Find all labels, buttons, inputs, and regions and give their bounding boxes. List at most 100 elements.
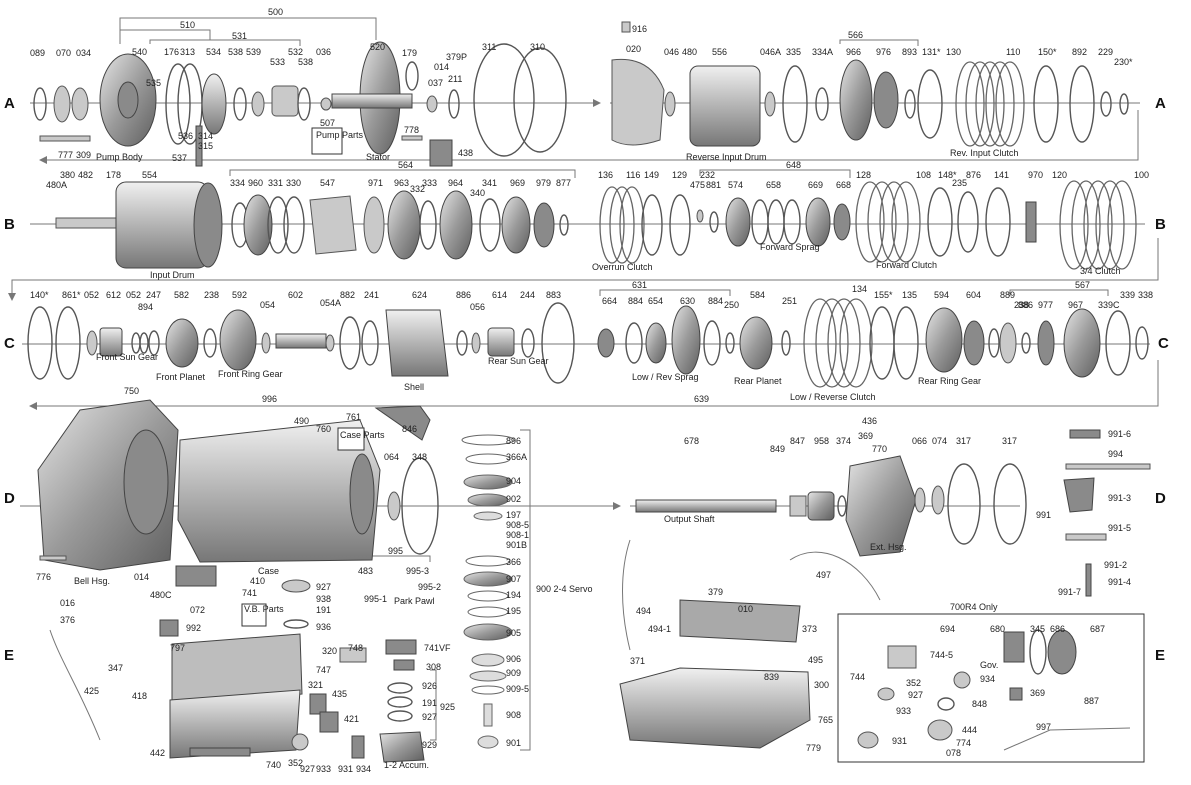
part-number-418: 418 xyxy=(132,691,147,701)
row-letter-b-left: B xyxy=(4,216,15,233)
part-number-194: 194 xyxy=(506,590,521,600)
part-number-744: 744 xyxy=(850,672,865,682)
group-531: 531 xyxy=(232,31,247,41)
pump-body-label: Pump Body xyxy=(96,152,143,162)
row-d-parts xyxy=(37,399,1151,749)
part-number-014: 014 xyxy=(434,62,449,72)
part-number-976: 976 xyxy=(876,47,891,57)
part-number-594: 594 xyxy=(934,290,949,300)
part-number-191: 191 xyxy=(422,698,437,708)
part-number-520: 520 xyxy=(370,42,385,52)
part-number-582: 582 xyxy=(174,290,189,300)
part-number-574: 574 xyxy=(728,180,743,190)
part-number-438: 438 xyxy=(458,148,473,158)
part-number-884: 884 xyxy=(628,296,643,306)
part-number-9917: 991-7 xyxy=(1058,587,1081,597)
front-sun-gear-label: Front Sun Gear xyxy=(96,352,158,362)
part-number-313: 313 xyxy=(180,47,195,57)
ext-hsg-label: Ext. Hsg. xyxy=(870,542,907,552)
part-number-979: 979 xyxy=(536,178,551,188)
part-number-480a: 480A xyxy=(46,180,67,190)
part-number-916: 916 xyxy=(632,24,647,34)
part-number-933: 933 xyxy=(316,764,331,774)
part-number-247: 247 xyxy=(146,290,161,300)
vb-parts-label: V.B. Parts xyxy=(244,604,284,614)
part-number-052: 052 xyxy=(126,290,141,300)
part-number-994: 994 xyxy=(1108,449,1123,459)
part-number-847: 847 xyxy=(790,436,805,446)
park-pawl-label: Park Pawl xyxy=(394,596,435,606)
part-number-933: 933 xyxy=(896,706,911,716)
part-number-770: 770 xyxy=(872,444,887,454)
part-number-741vf: 741VF xyxy=(424,643,451,653)
part-number-668: 668 xyxy=(836,180,851,190)
part-number-131: 131* xyxy=(922,47,941,57)
part-number-016: 016 xyxy=(60,598,75,608)
part-number-893: 893 xyxy=(902,47,917,57)
part-number-235: 235 xyxy=(952,178,967,188)
part-number-178: 178 xyxy=(106,170,121,180)
part-number-480: 480 xyxy=(682,47,697,57)
part-number-333: 333 xyxy=(422,178,437,188)
part-number-901b: 901B xyxy=(506,540,527,550)
part-number-958: 958 xyxy=(814,436,829,446)
row-e-parts xyxy=(49,539,1145,763)
row-b-parts xyxy=(55,180,1137,270)
part-number-938: 938 xyxy=(316,594,331,604)
output-shaft-label: Output Shaft xyxy=(664,514,715,524)
part-number-482: 482 xyxy=(78,170,93,180)
part-number-373: 373 xyxy=(802,624,817,634)
part-number-366a: 366A xyxy=(506,452,527,462)
part-number-036: 036 xyxy=(316,47,331,57)
part-number-136: 136 xyxy=(598,170,613,180)
part-number-238: 238 xyxy=(204,290,219,300)
part-number-996: 996 xyxy=(262,394,277,404)
bell-hsg-label: Bell Hsg. xyxy=(74,576,110,586)
part-number-963: 963 xyxy=(394,178,409,188)
part-number-883: 883 xyxy=(546,290,561,300)
part-number-490: 490 xyxy=(294,416,309,426)
row-letter-a-left: A xyxy=(4,95,15,112)
reverse-input-drum-label: Reverse Input Drum xyxy=(686,152,767,162)
row-letter-e-left: E xyxy=(4,647,14,664)
part-number-317: 317 xyxy=(1002,436,1017,446)
part-number-480c: 480C xyxy=(150,590,172,600)
part-number-300: 300 xyxy=(814,680,829,690)
part-number-846: 846 xyxy=(402,424,417,434)
part-number-338: 338 xyxy=(1138,290,1153,300)
part-number-905: 905 xyxy=(506,628,521,638)
part-number-250: 250 xyxy=(724,300,739,310)
part-number-4941: 494-1 xyxy=(648,624,671,634)
part-number-540: 540 xyxy=(132,47,147,57)
low-rev-sprag-label: Low / Rev Sprag xyxy=(632,372,699,382)
part-number-779: 779 xyxy=(806,743,821,753)
pump-parts-box xyxy=(311,127,343,155)
part-number-341: 341 xyxy=(482,178,497,188)
part-number-066: 066 xyxy=(912,436,927,446)
low-reverse-clutch-label: Low / Reverse Clutch xyxy=(790,392,876,402)
part-number-332: 332 xyxy=(410,184,425,194)
part-number-155: 155* xyxy=(874,290,893,300)
part-number-901: 901 xyxy=(506,738,521,748)
part-number-740: 740 xyxy=(266,760,281,770)
part-number-436: 436 xyxy=(862,416,877,426)
part-number-687: 687 xyxy=(1090,624,1105,634)
part-number-556: 556 xyxy=(712,47,727,57)
group-631: 631 xyxy=(632,280,647,290)
part-number-592: 592 xyxy=(232,290,247,300)
part-number-654: 654 xyxy=(648,296,663,306)
part-number-064: 064 xyxy=(384,452,399,462)
part-number-931: 931 xyxy=(338,764,353,774)
part-number-135: 135 xyxy=(902,290,917,300)
part-number-108: 108 xyxy=(916,170,931,180)
part-number-072: 072 xyxy=(190,605,205,615)
part-number-741: 741 xyxy=(242,588,257,598)
group-566: 566 xyxy=(848,30,863,40)
part-number-251: 251 xyxy=(782,296,797,306)
part-number-664: 664 xyxy=(602,296,617,306)
three-four-clutch-label: 3/4 Clutch xyxy=(1080,266,1121,276)
part-number-534: 534 xyxy=(206,47,221,57)
part-number-010: 010 xyxy=(738,604,753,614)
part-number-904: 904 xyxy=(506,476,521,486)
